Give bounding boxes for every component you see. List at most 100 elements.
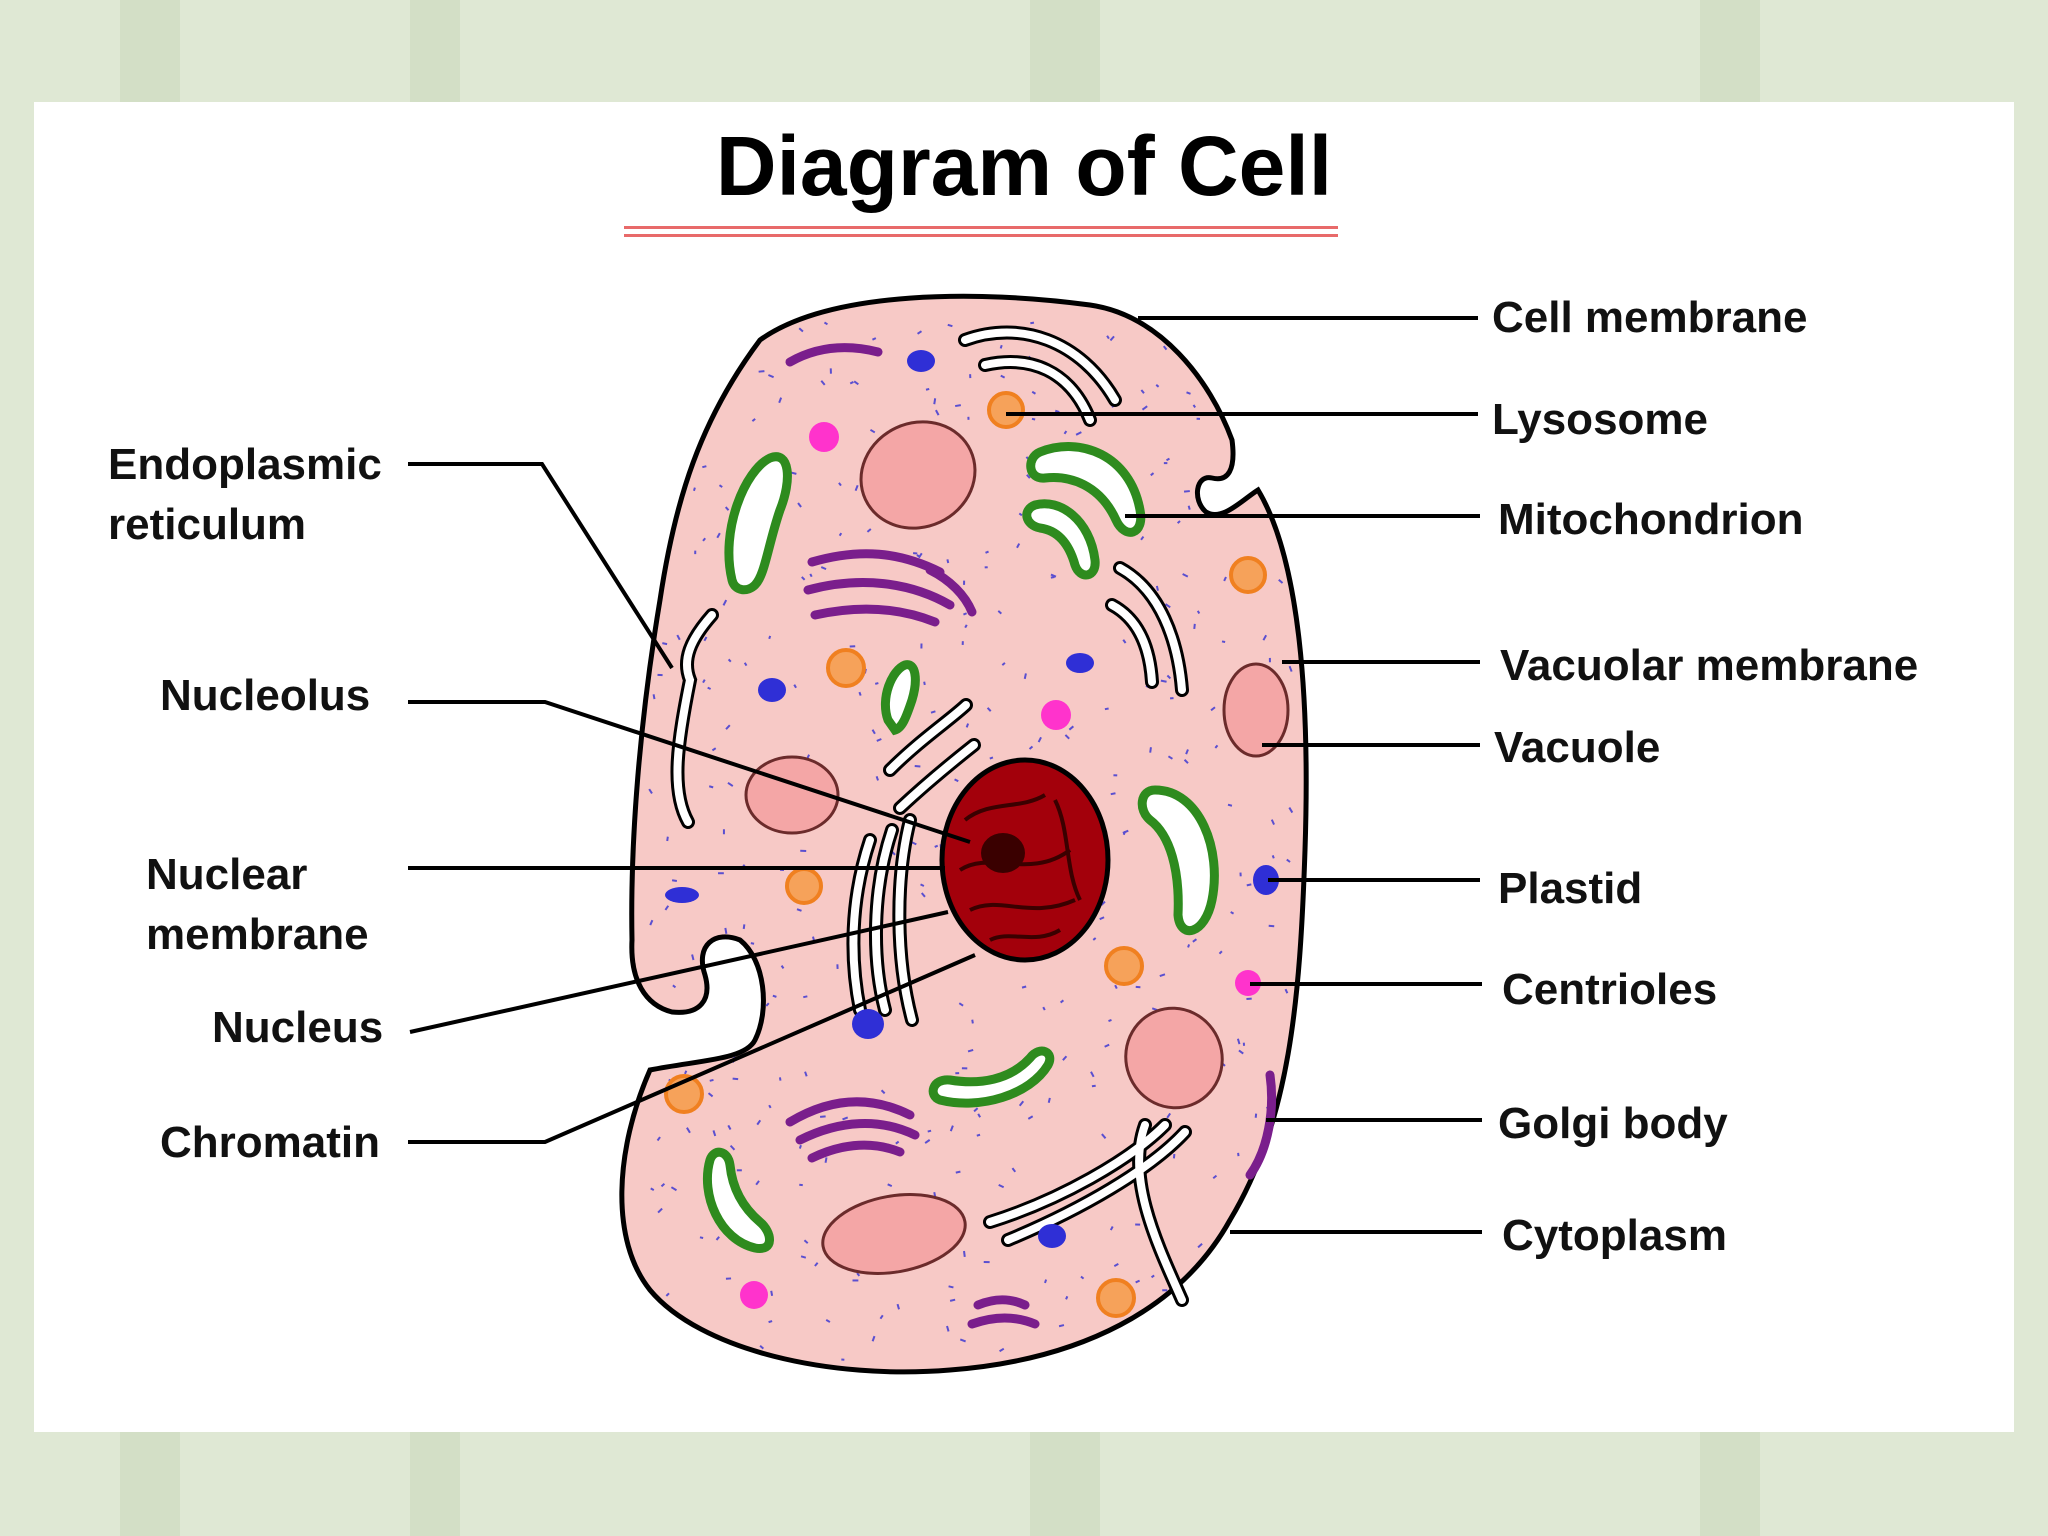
speckle <box>1192 404 1197 409</box>
plastid-shape <box>1038 1224 1066 1248</box>
speckle <box>946 559 950 564</box>
speckle <box>1058 1324 1065 1328</box>
speckle <box>854 484 859 492</box>
speckle <box>927 1129 932 1133</box>
speckle <box>727 658 732 663</box>
speckle <box>662 642 668 646</box>
lysosome-shape <box>1229 556 1267 594</box>
speckle <box>954 778 959 783</box>
speckle <box>1192 938 1198 943</box>
speckle <box>1227 803 1233 807</box>
speckle <box>1176 520 1181 524</box>
speckle <box>1212 1174 1218 1180</box>
speckle <box>1271 855 1275 859</box>
speckle <box>958 1002 964 1007</box>
mitochondrion-shape <box>928 1046 1055 1108</box>
speckle <box>707 1092 714 1098</box>
speckle <box>1159 973 1166 977</box>
speckle <box>923 681 926 686</box>
speckle <box>1080 1275 1085 1280</box>
speckle <box>986 707 992 712</box>
speckle <box>803 995 808 999</box>
speckle <box>1183 759 1189 764</box>
label-nucleus: Nucleus <box>212 1003 384 1052</box>
speckle <box>838 482 842 487</box>
speckle <box>911 841 917 846</box>
speckle <box>1187 505 1191 510</box>
speckle <box>920 883 925 887</box>
lysosomes <box>664 391 1267 1318</box>
speckle <box>798 1144 802 1149</box>
speckle <box>1160 679 1167 683</box>
mitochondria <box>702 442 1219 1253</box>
speckle <box>1172 1153 1176 1159</box>
speckle <box>702 679 706 684</box>
speckle <box>804 1071 808 1077</box>
speckle <box>765 1002 770 1007</box>
label-chromatin: Chromatin <box>160 1118 380 1167</box>
speckle <box>778 1077 782 1081</box>
speckle <box>1162 1289 1168 1292</box>
label-nuclear-membrane: Nuclear membrane <box>146 845 369 965</box>
vacuole-shape <box>821 1193 967 1275</box>
speckle <box>672 984 677 989</box>
speckle <box>648 788 653 794</box>
speckle <box>750 942 755 945</box>
speckle <box>1109 1226 1114 1231</box>
label-nucleolus: Nucleolus <box>160 671 371 720</box>
centrioles <box>740 422 1261 1309</box>
speckle <box>819 1115 826 1118</box>
speckle <box>999 344 1003 349</box>
speckle <box>849 645 856 648</box>
speckle <box>657 1207 663 1214</box>
speckle <box>983 1261 990 1264</box>
speckle <box>984 566 988 569</box>
speckle <box>823 321 828 326</box>
vacuole-shape <box>1222 662 1290 758</box>
speckle <box>985 550 989 554</box>
plastid-shape <box>852 1009 884 1039</box>
speckle <box>712 1130 717 1137</box>
speckle <box>772 994 777 998</box>
speckle <box>1186 391 1191 395</box>
speckle <box>1109 335 1115 342</box>
speckle <box>778 397 783 404</box>
speckle <box>708 785 714 789</box>
speckle <box>869 428 876 434</box>
speckle <box>768 1320 773 1324</box>
mitochondrion-shape <box>1026 442 1146 537</box>
speckle <box>989 756 994 760</box>
speckle <box>1059 999 1065 1004</box>
speckle <box>768 1104 772 1109</box>
speckle <box>1182 573 1189 578</box>
speckle <box>709 1078 714 1082</box>
speckle <box>1221 640 1226 643</box>
speckle <box>914 764 921 768</box>
speckle <box>924 1139 931 1144</box>
speckle <box>1166 457 1170 462</box>
speckle <box>876 738 882 742</box>
speckle <box>965 723 970 728</box>
speckle <box>756 1119 762 1126</box>
label-line: Endoplasmic <box>108 440 382 489</box>
speckle <box>1278 579 1284 584</box>
speckle <box>716 532 721 539</box>
speckle <box>758 370 765 373</box>
speckle <box>955 1170 961 1174</box>
speckle <box>841 1358 845 1361</box>
speckle <box>1104 1043 1110 1048</box>
speckle <box>1237 1152 1240 1157</box>
speckle <box>1286 858 1291 863</box>
speckle <box>797 502 802 508</box>
speckle <box>934 844 939 848</box>
speckle <box>1113 774 1118 777</box>
speckle <box>1028 745 1034 750</box>
speckle <box>1197 1242 1203 1249</box>
speckle <box>1187 944 1191 948</box>
speckle <box>1239 872 1242 877</box>
speckle <box>875 776 879 781</box>
speckle <box>959 1338 966 1343</box>
title-underline <box>624 226 1338 229</box>
speckle <box>1011 1167 1017 1173</box>
mitochondrion-shape <box>1137 785 1219 936</box>
